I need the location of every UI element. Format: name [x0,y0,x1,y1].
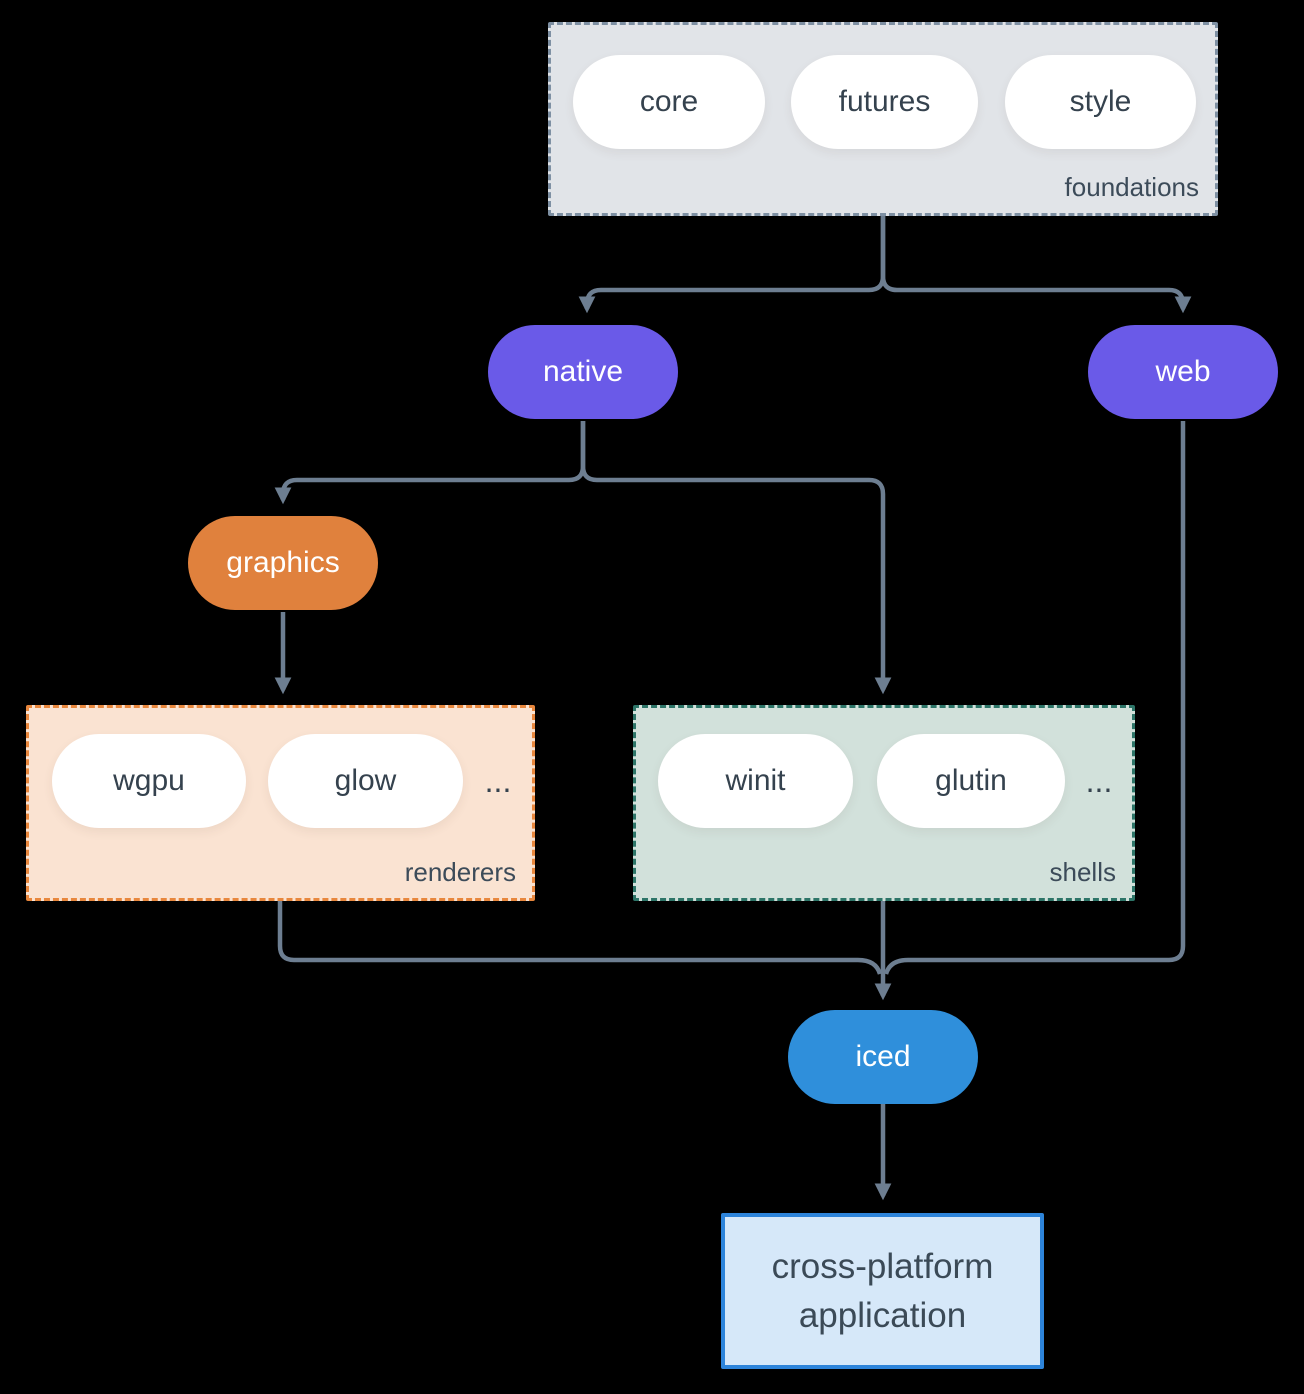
edge-foundations-native [578,216,886,314]
renderers-label: renderers [404,857,516,887]
application-label: cross-platform application [771,1247,994,1335]
renderers-group: wgpu glow ... renderers [26,705,535,901]
node-web: web [1088,325,1278,419]
edge-renderers-merge [277,901,883,975]
pill-winit: winit [658,734,853,828]
edge-native-shells [580,421,892,695]
node-graphics: graphics [188,516,378,610]
edge-native-graphics [274,421,586,505]
shells-group: winit glutin ... shells [633,705,1135,901]
node-native: native [488,325,678,419]
pill-style: style [1005,55,1196,149]
pill-core: core [573,55,765,149]
foundations-group: core futures style foundations [548,22,1218,216]
foundations-label: foundations [1064,172,1199,202]
shells-ellipsis: ... [1085,762,1113,799]
node-iced: iced [788,1010,978,1104]
pill-wgpu: wgpu [52,734,246,828]
pill-glow: glow [268,734,463,828]
pill-futures: futures [791,55,978,149]
renderers-ellipsis: ... [484,762,512,799]
pill-glutin: glutin [877,734,1065,828]
edge-foundations-web [880,216,1192,314]
application-box: cross-platform application [721,1213,1044,1369]
shells-label: shells [1049,857,1116,887]
